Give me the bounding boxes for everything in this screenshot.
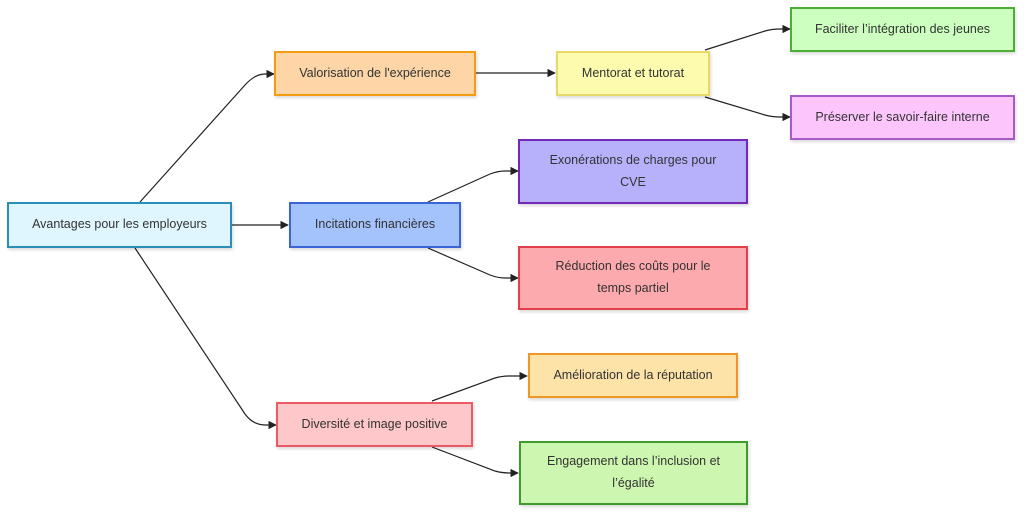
node-root: Avantages pour les employeurs (7, 202, 232, 248)
node-exonerations: Exonérations de charges pour CVE (518, 139, 748, 204)
node-amelioration-label: Amélioration de la réputation (553, 367, 713, 382)
node-root-label: Avantages pour les employeurs (32, 217, 207, 232)
node-amelioration: Amélioration de la réputation (528, 353, 738, 398)
edge-incitations-exonerations (427, 166, 519, 203)
node-faciliter: Faciliter l’intégration des jeunes (790, 7, 1015, 52)
node-exonerations-label: Exonérations de charges pour CVE (549, 152, 717, 189)
node-diversite: Diversité et image positive (276, 402, 473, 447)
node-valorisation: Valorisation de l'expérience (274, 51, 476, 96)
edge-mentorat-faciliter (704, 24, 791, 51)
node-reduction: Réduction des coûts pour le temps partie… (518, 246, 748, 310)
node-mentorat: Mentorat et tutorat (556, 51, 710, 96)
node-valorisation-label: Valorisation de l'expérience (299, 65, 451, 80)
edge-diversite-amelioration (431, 371, 528, 402)
edge-mentorat-preserver (704, 96, 791, 122)
node-incitations-label: Incitations financières (314, 217, 436, 232)
node-preserver: Préserver le savoir-faire interne (790, 95, 1015, 140)
edge-root-diversite (134, 247, 277, 430)
edge-incitations-reduction (427, 247, 519, 283)
node-preserver-label: Préserver le savoir-faire interne (815, 109, 990, 124)
node-mentorat-label: Mentorat et tutorat (581, 65, 685, 80)
edge-diversite-engagement (431, 446, 519, 478)
node-engagement: Engagement dans l’inclusion et l’égalité (519, 441, 748, 505)
edge-root-valorisation (139, 69, 275, 203)
node-diversite-label: Diversité et image positive (301, 416, 448, 431)
node-incitations: Incitations financières (289, 202, 461, 248)
node-reduction-label: Réduction des coûts pour le temps partie… (555, 259, 711, 295)
node-engagement-label: Engagement dans l’inclusion et l’égalité (546, 454, 721, 490)
node-faciliter-label: Faciliter l’intégration des jeunes (814, 21, 991, 36)
